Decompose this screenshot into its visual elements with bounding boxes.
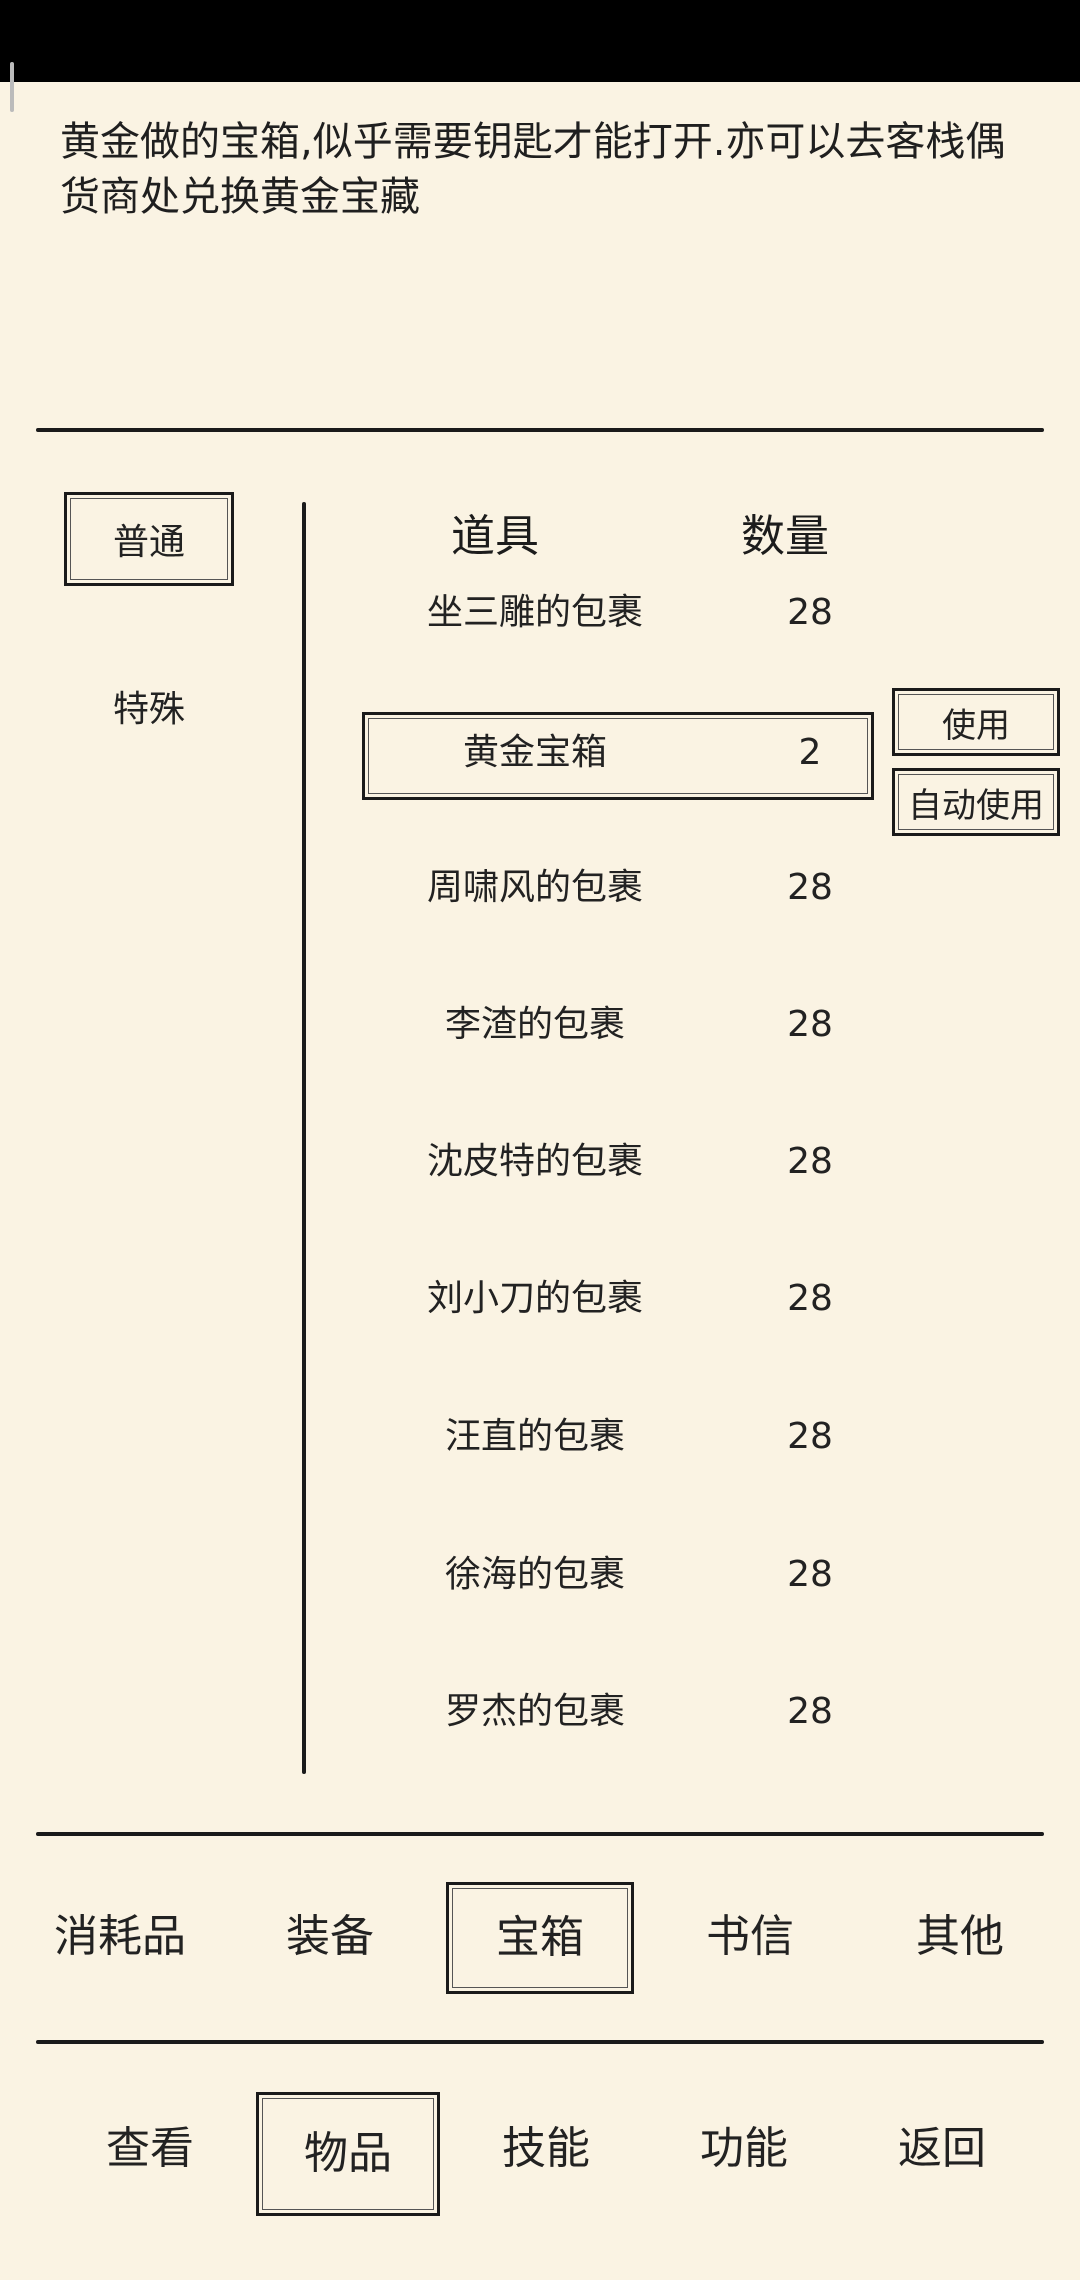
header-item: 道具 [451, 511, 539, 562]
item-name: 黄金宝箱 [462, 732, 607, 773]
tab-consumables[interactable]: 消耗品 [54, 1911, 186, 1962]
item-name: 罗杰的包裹 [444, 1691, 625, 1732]
item-qty: 28 [787, 867, 833, 908]
table-row[interactable]: 罗杰的包裹 28 [360, 1677, 880, 1747]
tab-chests[interactable]: 宝箱 [446, 1882, 634, 1994]
table-row[interactable]: 沈皮特的包裹 28 [360, 1127, 880, 1197]
category-special-label: 特殊 [112, 689, 185, 730]
item-qty: 28 [787, 1691, 833, 1732]
divider-top [36, 428, 1044, 432]
item-qty: 28 [787, 1278, 833, 1319]
category-normal-button[interactable]: 普通 [64, 492, 234, 586]
item-qty: 28 [787, 1141, 833, 1182]
header-qty: 数量 [741, 511, 829, 562]
use-label: 使用 [942, 705, 1010, 746]
nav-skills[interactable]: 技能 [502, 2123, 590, 2174]
item-name: 坐三雕的包裹 [426, 592, 643, 633]
tab-other[interactable]: 其他 [916, 1911, 1004, 1962]
table-row[interactable]: 李渣的包裹 28 [360, 990, 880, 1060]
item-qty: 28 [787, 1416, 833, 1457]
item-name: 沈皮特的包裹 [426, 1141, 643, 1182]
item-description: 黄金做的宝箱,似乎需要钥匙才能打开.亦可以去客栈偶货商处兑换黄金宝藏 [60, 119, 1006, 220]
item-name: 刘小刀的包裹 [426, 1278, 643, 1319]
use-button[interactable]: 使用 [892, 688, 1060, 756]
status-bar [0, 0, 1080, 82]
table-row-selected[interactable]: 黄金宝箱 2 [360, 718, 880, 788]
category-special-button[interactable]: 特殊 [64, 680, 234, 740]
item-qty: 28 [787, 1554, 833, 1595]
tab-equipment[interactable]: 装备 [286, 1911, 374, 1962]
table-row[interactable]: 刘小刀的包裹 28 [360, 1264, 880, 1334]
table-row[interactable]: 坐三雕的包裹 28 [360, 578, 880, 648]
divider-middle [36, 1832, 1044, 1836]
auto-use-button[interactable]: 自动使用 [892, 768, 1060, 836]
item-qty: 2 [798, 732, 822, 773]
selected-row-highlight [362, 712, 874, 800]
item-qty: 28 [787, 1004, 833, 1045]
item-name: 李渣的包裹 [444, 1004, 625, 1045]
divider-bottom [36, 2040, 1044, 2044]
column-divider [302, 502, 306, 1774]
nav-back[interactable]: 返回 [898, 2123, 986, 2174]
tab-letters[interactable]: 书信 [706, 1911, 794, 1962]
item-name: 徐海的包裹 [444, 1554, 625, 1595]
nav-functions[interactable]: 功能 [700, 2123, 788, 2174]
nav-view[interactable]: 查看 [106, 2123, 194, 2174]
item-qty: 28 [787, 592, 833, 633]
table-row[interactable]: 徐海的包裹 28 [360, 1540, 880, 1610]
item-name: 周啸风的包裹 [426, 867, 643, 908]
table-row[interactable]: 汪直的包裹 28 [360, 1402, 880, 1472]
item-name: 汪直的包裹 [444, 1416, 625, 1457]
auto-use-label: 自动使用 [908, 785, 1044, 826]
nav-items[interactable]: 物品 [256, 2092, 440, 2216]
table-row[interactable]: 周啸风的包裹 28 [360, 853, 880, 923]
scroll-indicator [10, 62, 14, 112]
category-normal-label: 普通 [112, 522, 185, 563]
